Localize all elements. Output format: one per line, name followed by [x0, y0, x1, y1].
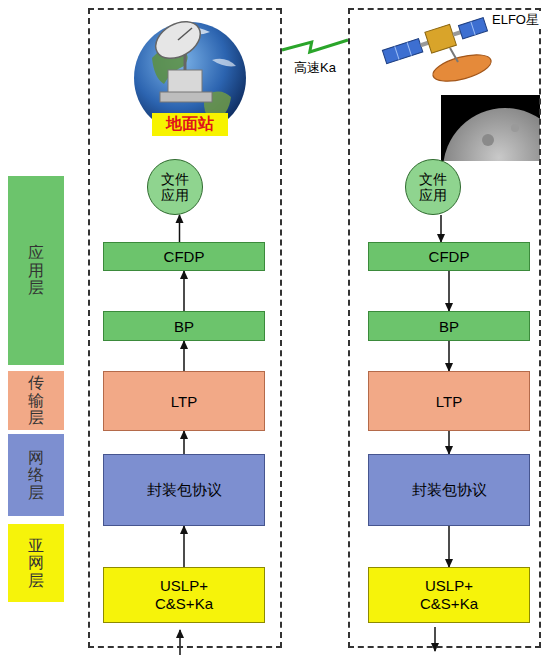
region-title: ELFO星	[490, 11, 541, 29]
node-label: BP	[439, 318, 459, 335]
protocol-box: CFDP	[103, 242, 265, 271]
flow-arrow	[440, 215, 442, 242]
wireless-link	[282, 40, 348, 52]
protocol-box: CFDP	[368, 242, 530, 271]
ground-station-region: 地面站文件应用 CFDP BP LTP 封装包协议 USLP+ C&S+Ka	[88, 8, 282, 648]
protocol-box: USLP+ C&S+Ka	[103, 567, 265, 623]
flow-arrow	[179, 215, 181, 242]
link-label: 高速Ka	[292, 59, 338, 77]
node-label: 传输层	[28, 374, 44, 427]
input-arrow	[179, 630, 181, 655]
layer-band: 亚网层	[8, 524, 64, 602]
protocol-box: USLP+ C&S+Ka	[368, 567, 530, 623]
node-label: 封装包协议	[412, 481, 487, 500]
protocol-box: LTP	[103, 371, 265, 431]
layer-band: 应用层	[8, 176, 64, 365]
flow-arrow	[448, 431, 450, 454]
node-label: CFDP	[164, 248, 205, 265]
node-label: BP	[174, 318, 194, 335]
protocol-box: 封装包协议	[368, 454, 530, 526]
protocol-box: BP	[368, 311, 530, 341]
node-label: USLP+ C&S+Ka	[420, 577, 478, 613]
node-label: CFDP	[429, 248, 470, 265]
protocol-box: 封装包协议	[103, 454, 265, 526]
node-label: 封装包协议	[147, 481, 222, 500]
node-label: LTP	[171, 393, 197, 410]
region-title: 地面站	[152, 113, 228, 136]
moon-image	[441, 95, 545, 232]
node-label: USLP+ C&S+Ka	[155, 577, 213, 613]
flow-arrow	[183, 271, 185, 311]
protocol-box: BP	[103, 311, 265, 341]
app-circle: 文件应用	[405, 159, 461, 215]
layer-band: 网络层	[8, 434, 64, 516]
flow-arrow	[448, 526, 450, 567]
flow-arrow	[448, 341, 450, 371]
node-label: 文件应用	[161, 171, 190, 203]
satellite	[381, 14, 494, 87]
flow-arrow	[183, 431, 185, 454]
flow-arrow	[448, 271, 450, 311]
flow-arrow	[183, 341, 185, 371]
layer-band: 传输层	[8, 371, 64, 430]
node-label: 文件应用	[419, 171, 448, 203]
ground-antenna	[149, 14, 212, 102]
node-label: 应用层	[28, 244, 44, 297]
satellite-region: ELFO星文件应用 CFDP BP LTP 封装包协议 USLP+ C&S+Ka	[348, 8, 541, 648]
node-label: 亚网层	[28, 537, 44, 590]
flow-arrow	[183, 526, 185, 567]
node-label: 网络层	[28, 449, 44, 502]
node-label: LTP	[436, 393, 462, 410]
protocol-box: LTP	[368, 371, 530, 431]
app-circle: 文件应用	[147, 159, 203, 215]
